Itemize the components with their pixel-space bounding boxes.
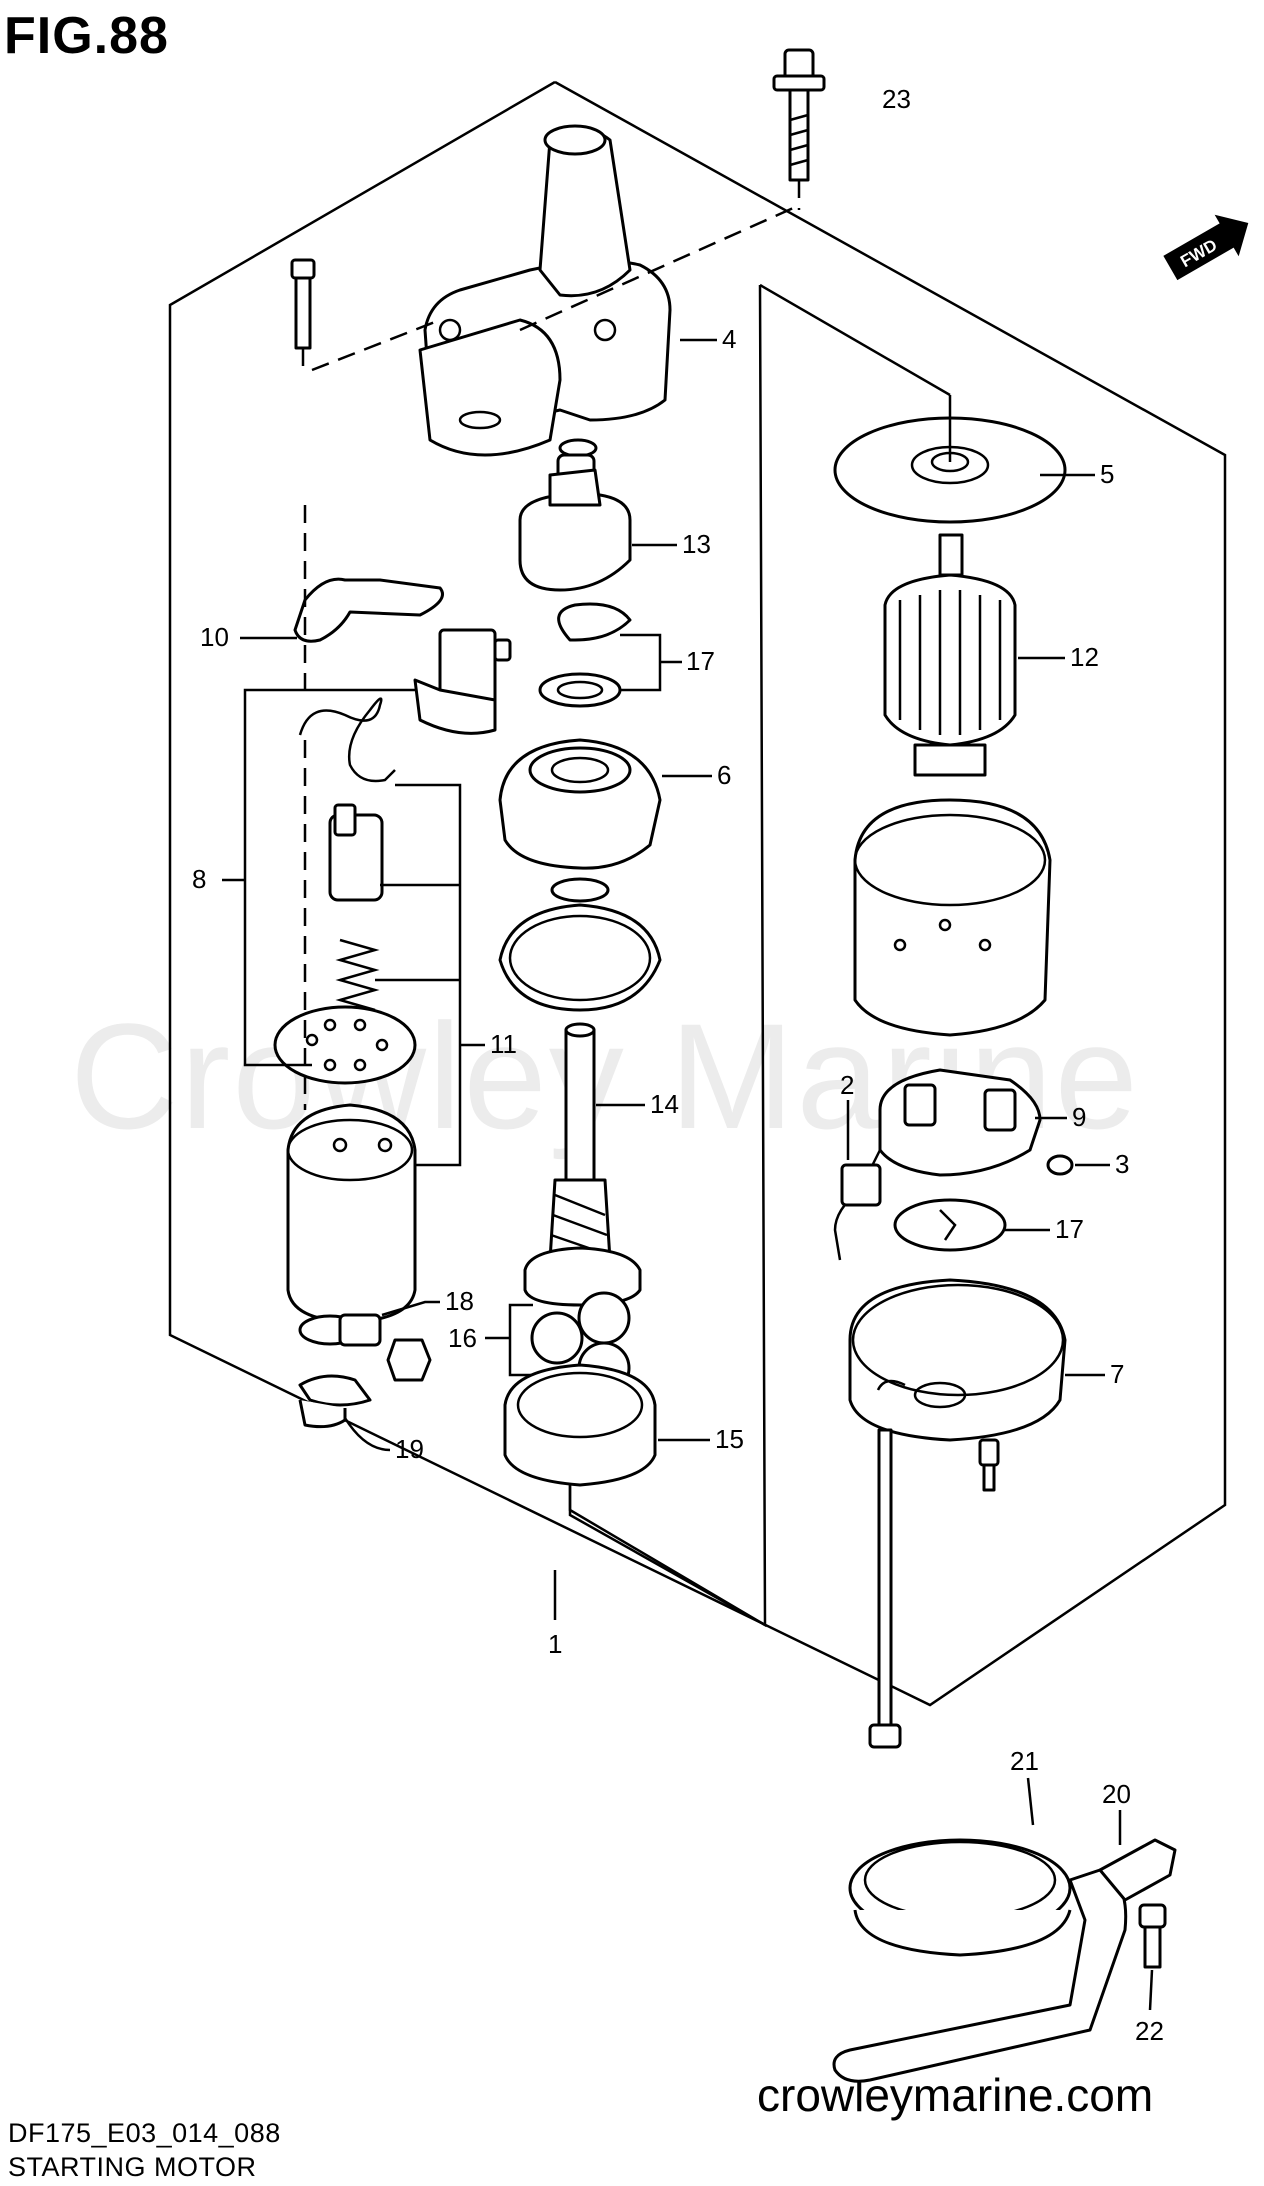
end-frame-6	[498, 738, 712, 870]
wire-spring	[298, 697, 396, 783]
lead-wire-2	[833, 1100, 882, 1261]
callout-18: 18	[445, 1286, 474, 1316]
callout-17-upper: 17	[686, 646, 715, 676]
callout-11: 11	[490, 1029, 517, 1059]
callout-2: 2	[840, 1070, 854, 1100]
callout-16: 16	[448, 1323, 477, 1353]
front-housing-4	[418, 124, 672, 457]
assembly-frame	[168, 80, 1227, 1707]
solenoid-yoke	[286, 1103, 417, 1346]
nut	[386, 1338, 432, 1382]
seal-plate	[273, 1005, 417, 1085]
clip-19	[298, 1374, 391, 1452]
return-spring	[335, 938, 380, 1012]
callout-14: 14	[650, 1089, 679, 1119]
website-text: crowleymarine.com	[757, 2069, 1154, 2121]
bolt-22	[1138, 1903, 1167, 2011]
through-bolt	[868, 1428, 902, 1749]
callout-17-lower: 17	[1055, 1214, 1084, 1244]
callout-4: 4	[722, 324, 736, 354]
model-code: DF175_E03_014_088	[8, 2118, 281, 2148]
brush-holder-block	[413, 628, 512, 735]
plunger	[328, 803, 384, 902]
callout-12: 12	[1070, 642, 1099, 672]
figure-label: FIG.88	[4, 7, 169, 65]
gasket-seal	[498, 903, 662, 1012]
shift-lever-10	[240, 577, 444, 643]
pinion-clutch-13	[518, 438, 677, 592]
fwd-badge: FWD	[1163, 214, 1249, 281]
callout-13: 13	[682, 529, 711, 559]
diagram-subtitle: STARTING MOTOR	[8, 2152, 257, 2182]
motor-yoke	[853, 798, 1052, 1037]
rear-cover-7	[848, 1278, 1105, 1442]
plate-5	[833, 395, 1095, 524]
internal-gear-15	[503, 1363, 710, 1487]
brush-holder-9	[878, 1068, 1067, 1177]
callout-10: 10	[200, 622, 229, 652]
callout-3: 3	[1115, 1149, 1129, 1179]
callout-5: 5	[1100, 459, 1114, 489]
mounting-band-21	[832, 1777, 1128, 2083]
bracket-20	[1098, 1810, 1177, 1902]
plate-17b	[893, 1198, 1050, 1252]
snap-ring-17a	[538, 602, 682, 708]
bolt-23	[772, 48, 826, 210]
callout-22: 22	[1135, 2016, 1164, 2046]
small-screw	[978, 1438, 1000, 1492]
callout-9: 9	[1072, 1102, 1086, 1132]
callout-20: 20	[1102, 1779, 1131, 1809]
callout-15: 15	[715, 1424, 744, 1454]
callout-8: 8	[192, 864, 206, 894]
callout-21: 21	[1010, 1746, 1039, 1776]
armature-12	[883, 533, 1065, 777]
callout-1: 1	[548, 1629, 562, 1659]
callout-19: 19	[395, 1434, 424, 1464]
callout-7: 7	[1110, 1359, 1124, 1389]
bolt-housing	[290, 258, 316, 372]
shaft-14	[523, 1022, 645, 1307]
part-3	[1046, 1154, 1074, 1176]
callout-6: 6	[717, 760, 731, 790]
terminal-18	[338, 1300, 440, 1347]
callout-23: 23	[882, 84, 911, 114]
